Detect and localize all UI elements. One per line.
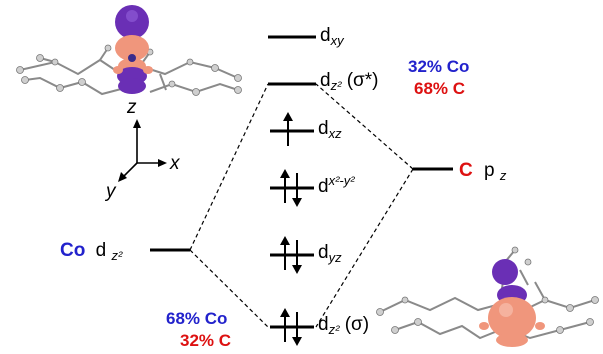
co-element: Co	[60, 240, 85, 261]
co-orbital-d: d	[96, 240, 107, 261]
axis-label-y: y	[104, 181, 117, 202]
bonding-c-percent: 32% C	[180, 331, 231, 350]
c-orbital-sub: z	[499, 168, 507, 183]
molecule-orbital-image-bottom	[376, 246, 599, 347]
c-pz-label: C p z	[459, 160, 507, 183]
svg-text:dxz: dxz	[318, 118, 342, 141]
mo-level-dz2-antibonding: dz² (σ*)	[268, 70, 378, 93]
coordinate-axes-icon	[118, 119, 167, 182]
co-dz2-label: Co d z²	[60, 240, 123, 263]
correlation-lines	[189, 83, 414, 328]
electron-arrow-icon	[283, 112, 293, 146]
electron-arrow-icon	[280, 169, 302, 207]
antibonding-c-percent: 68% C	[414, 79, 465, 98]
axis-label-x: x	[169, 153, 181, 174]
svg-text:dxy: dxy	[320, 25, 345, 48]
svg-text:dz² (σ*): dz² (σ*)	[320, 70, 378, 93]
electron-arrow-icon	[280, 236, 302, 274]
axis-label-z: z	[126, 97, 137, 118]
electron-arrow-icon	[280, 308, 302, 346]
mo-level-dxy: dxy	[268, 25, 345, 48]
bonding-co-percent: 68% Co	[166, 309, 227, 328]
c-orbital-p: p	[484, 160, 495, 181]
mo-level-dxz: dxz	[270, 112, 342, 146]
mo-level-dyz: dyz	[270, 236, 342, 274]
svg-text:dx²-y²: dx²-y²	[318, 173, 355, 197]
molecule-orbital-image-top	[16, 5, 242, 96]
svg-text:dz² (σ): dz² (σ)	[318, 314, 369, 337]
mo-level-dz2-bonding: dz² (σ)	[270, 308, 369, 346]
mo-level-dx2y2: dx²-y²	[270, 169, 355, 207]
antibonding-co-percent: 32% Co	[408, 57, 469, 76]
svg-text:dyz: dyz	[318, 242, 342, 265]
c-element: C	[459, 160, 473, 181]
co-orbital-sub: z²	[110, 248, 123, 263]
